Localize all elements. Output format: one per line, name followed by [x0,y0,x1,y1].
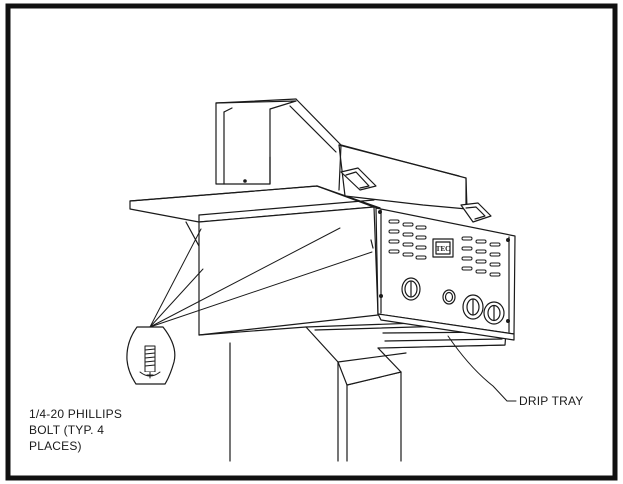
phillips-bolt-icon [139,345,161,379]
drip-tray-leader [447,335,517,402]
bolt-label-line-3: PLACES) [29,439,82,453]
right-burner-knob [462,294,484,320]
page-border [5,3,618,481]
rotisserie-knob [483,301,505,325]
firebox-body [198,206,381,336]
vent-slots-left [388,219,427,260]
bolt-label-line-2: BOLT (TYP. 4 [29,423,104,437]
left-burner-knob [401,277,421,301]
drip-tray-label: DRIP TRAY [519,394,583,408]
brand-logo-text: TEC [436,245,450,253]
brand-logo-badge [432,238,454,258]
vent-slots-right [461,236,501,277]
grill-lid [215,98,492,223]
igniter-button [442,289,456,305]
bolt-leader-lines [149,227,373,328]
bolt-label-line-1: 1/4-20 PHILLIPS [29,407,122,421]
